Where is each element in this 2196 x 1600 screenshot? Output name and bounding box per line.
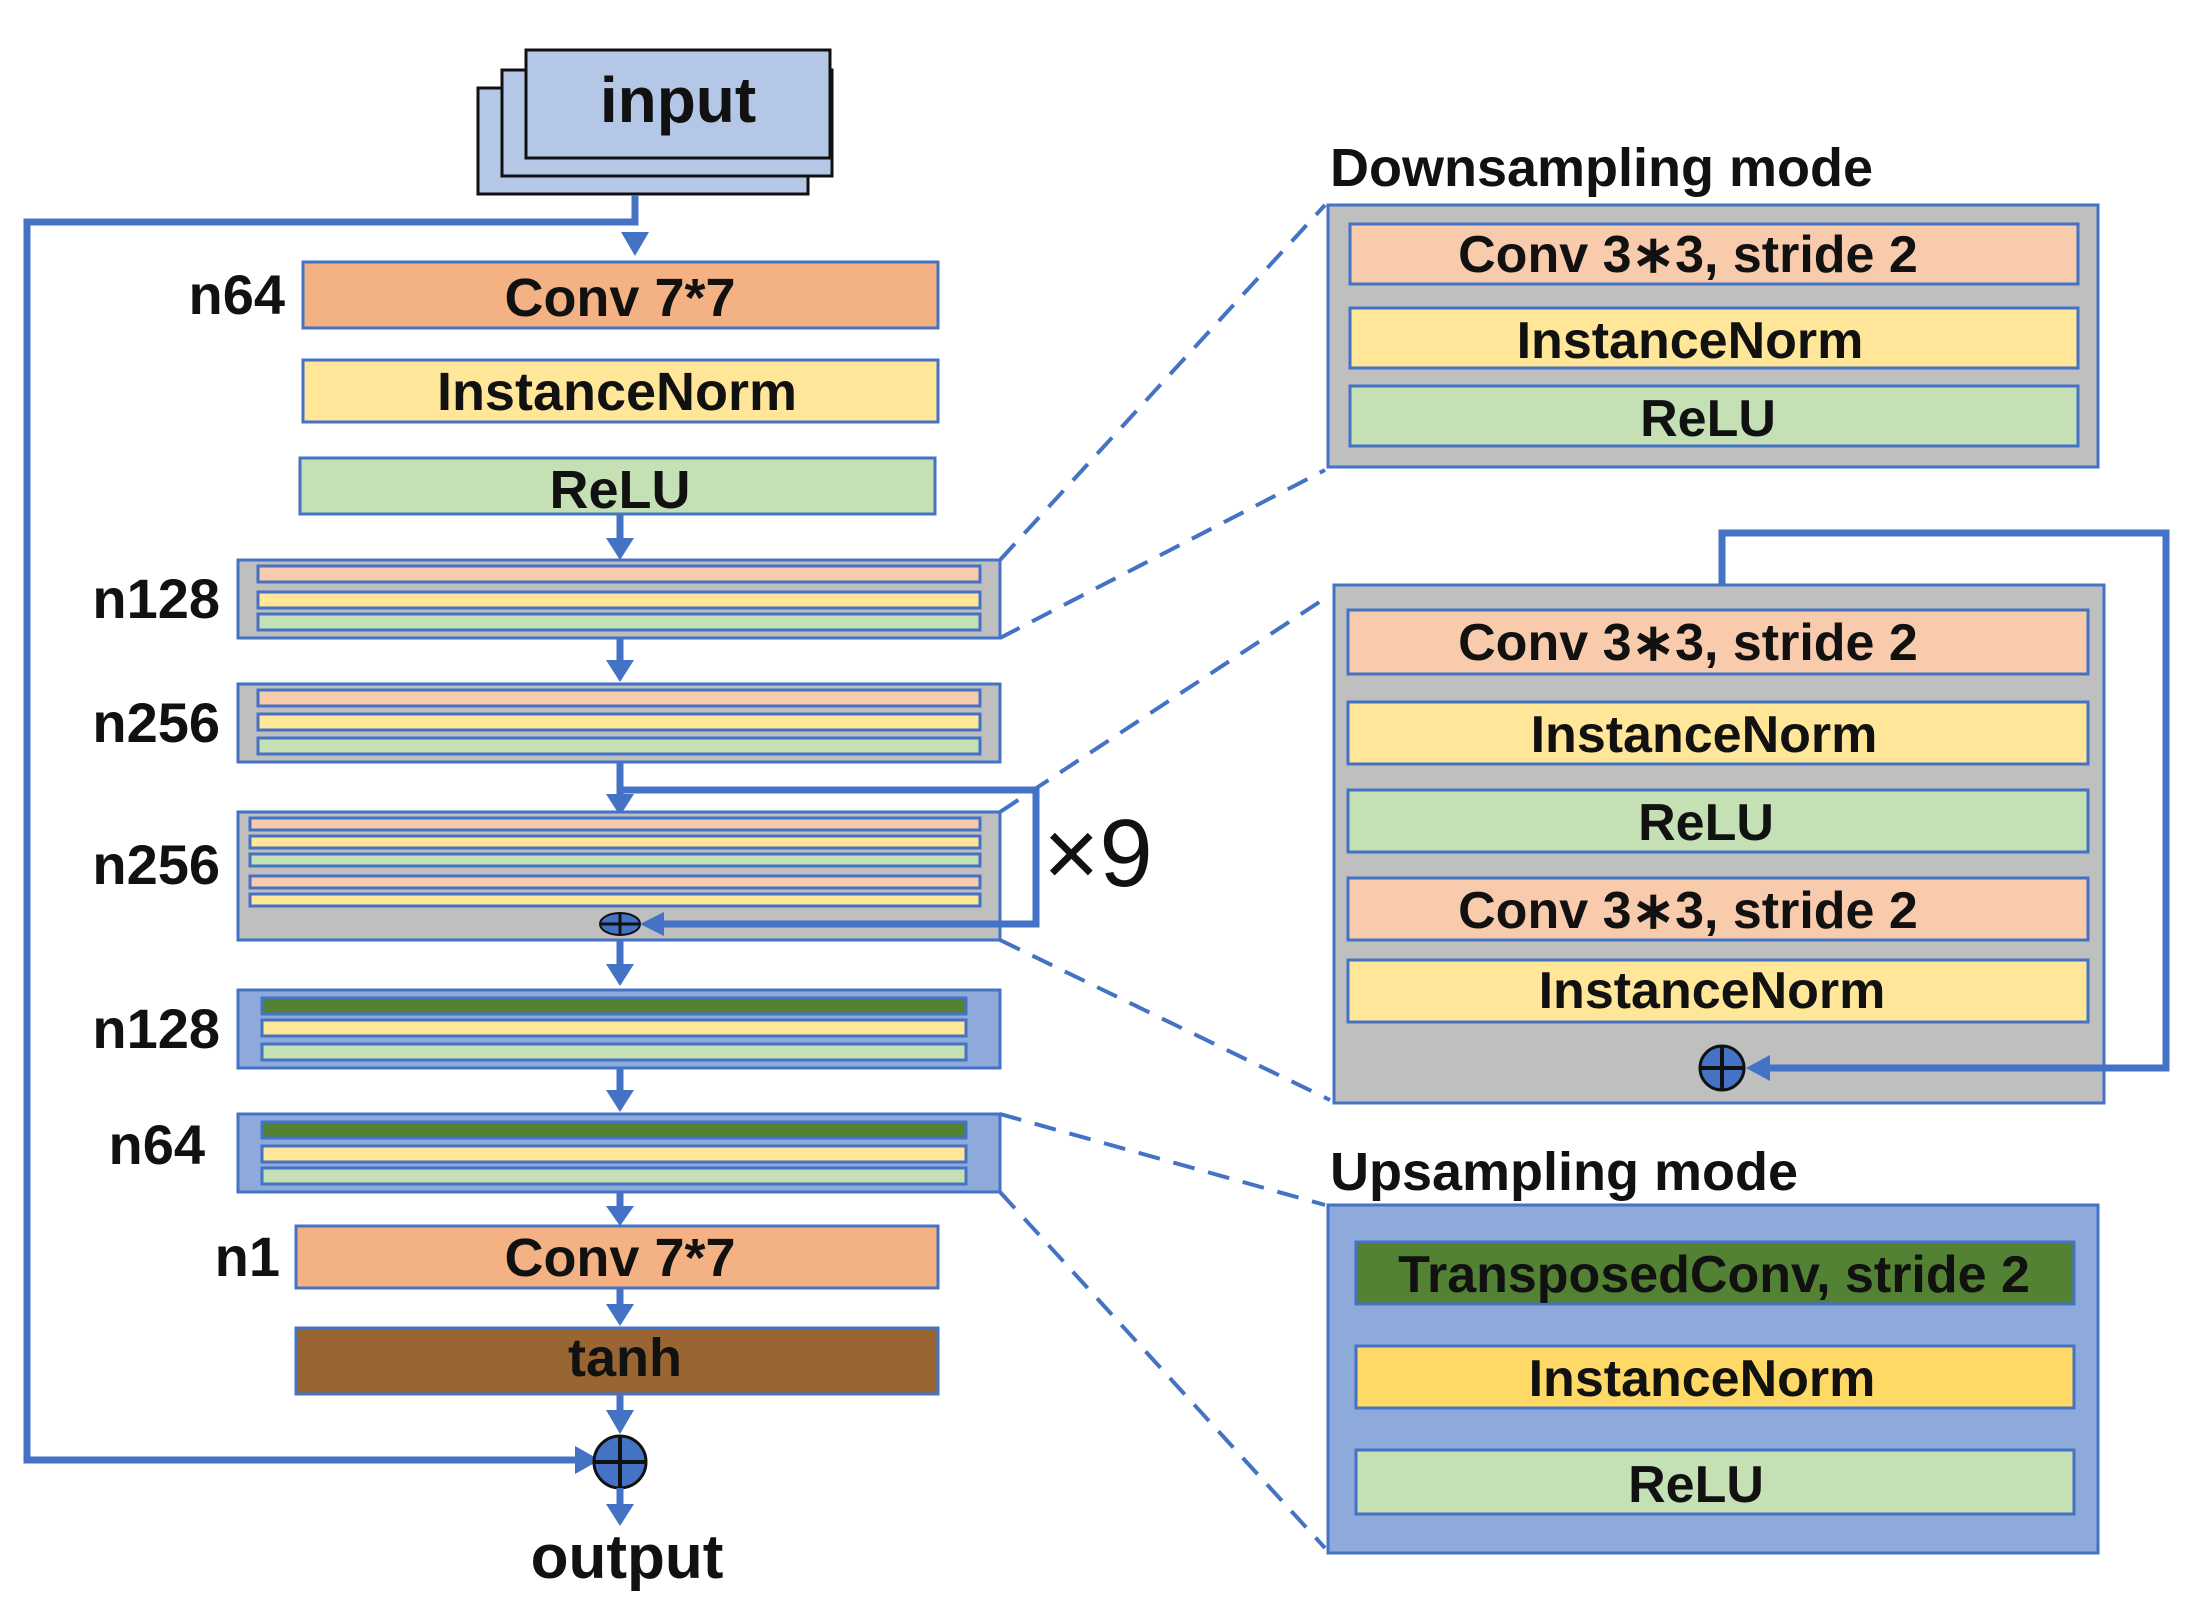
callout-line-res-bottom xyxy=(999,938,1331,1102)
res-panel-skip-line xyxy=(1718,529,2170,1072)
channel-label-n128-up: n128 xyxy=(92,997,220,1060)
res-layer-norm-1: InstanceNorm xyxy=(1531,706,1878,764)
upsampling-panel: TransposedConv, stride 2 InstanceNorm Re… xyxy=(1326,1203,2100,1555)
down-layer-relu: ReLU xyxy=(1640,390,1776,448)
output-label: output xyxy=(531,1523,724,1592)
res-layer-norm-2: InstanceNorm xyxy=(1539,962,1886,1020)
input-label: input xyxy=(600,64,756,136)
channel-label-n256-down: n256 xyxy=(92,691,220,754)
down-layer-conv: Conv 3∗3, stride 2 xyxy=(1458,226,1918,284)
callout-line-up-top xyxy=(999,1112,1326,1207)
final-conv-label: Conv 7*7 xyxy=(504,1228,735,1288)
callout-line-res-top xyxy=(998,593,1332,814)
res-layer-relu: ReLU xyxy=(1638,794,1774,852)
channel-label-n64-up: n64 xyxy=(109,1113,206,1176)
tanh-label: tanh xyxy=(568,1328,682,1388)
downsample-block-1 xyxy=(236,558,1002,640)
callout-line-down-bottom xyxy=(999,468,1326,640)
output-add-icon xyxy=(592,1434,648,1490)
instancenorm-label: InstanceNorm xyxy=(437,362,797,422)
upsample-block-2 xyxy=(236,1112,1002,1194)
up-layer-norm: InstanceNorm xyxy=(1529,1350,1876,1408)
up-layer-relu: ReLU xyxy=(1628,1456,1764,1514)
residual-skip-line xyxy=(620,786,1040,928)
upsampling-title: Upsampling mode xyxy=(1330,1142,1798,1202)
downsampling-panel: Conv 3∗3, stride 2 InstanceNorm ReLU xyxy=(1326,203,2100,469)
res-panel-add-icon xyxy=(1698,1044,1746,1092)
relu-layer xyxy=(298,456,937,516)
res-layer-conv-1: Conv 3∗3, stride 2 xyxy=(1458,614,1918,672)
channel-label-n1: n1 xyxy=(215,1225,280,1288)
tanh-layer xyxy=(294,1326,940,1396)
up-layer-tconv: TransposedConv, stride 2 xyxy=(1398,1246,2030,1304)
skip-connection-line xyxy=(23,195,639,1464)
downsample-block-2 xyxy=(236,682,1002,764)
channel-label-n256-res: n256 xyxy=(92,833,220,896)
relu-label: ReLU xyxy=(549,460,690,520)
callout-line-up-bottom xyxy=(998,1190,1327,1550)
instancenorm-layer xyxy=(301,358,940,424)
conv7-label: Conv 7*7 xyxy=(504,268,735,328)
input-arrowhead xyxy=(621,232,649,256)
input-block: input xyxy=(476,48,834,196)
conv7-layer xyxy=(301,260,940,330)
final-conv-layer xyxy=(294,1224,940,1290)
skip-arrowhead xyxy=(575,1446,600,1474)
downsampling-title: Downsampling mode xyxy=(1330,138,1873,198)
repeat-label: ×9 xyxy=(1043,800,1152,907)
callout-line-down-top xyxy=(998,203,1327,562)
res-layer-conv-2: Conv 3∗3, stride 2 xyxy=(1458,882,1918,940)
upsample-block-1 xyxy=(236,988,1002,1070)
channel-label-n128-down: n128 xyxy=(92,567,220,630)
residual-panel: Conv 3∗3, stride 2 InstanceNorm ReLU Con… xyxy=(1332,583,2106,1105)
down-layer-norm: InstanceNorm xyxy=(1517,312,1864,370)
channel-label-n64-top: n64 xyxy=(189,263,286,326)
